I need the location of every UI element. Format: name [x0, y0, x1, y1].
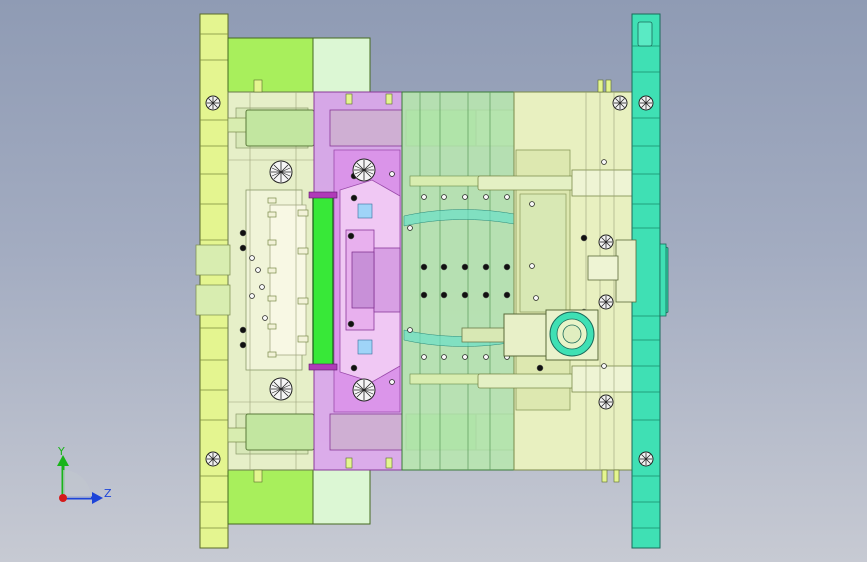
- mold-assembly[interactable]: [195, 13, 669, 549]
- right-clamp-plate[interactable]: [587, 13, 669, 549]
- slider-insert[interactable]: [308, 191, 338, 371]
- triad-plane: [63, 470, 91, 498]
- clamp-bolt-icon: [205, 95, 221, 111]
- x-axis-dot-icon: [59, 494, 67, 502]
- cavity-bolt-icon: [352, 158, 376, 182]
- ejector-return-pins: [195, 117, 249, 443]
- plate-bolt-icon: [612, 95, 628, 111]
- clamp-bolt-icon: [638, 95, 654, 111]
- z-axis-label: Z: [104, 487, 112, 500]
- plate-bolt-icon: [598, 294, 614, 310]
- plate-bolt-icon: [598, 234, 614, 250]
- clamp-bolt-icon: [638, 451, 654, 467]
- hydraulic-cylinder[interactable]: [461, 309, 599, 361]
- core-plate[interactable]: [401, 91, 515, 471]
- ejector-bolt-icon: [269, 377, 293, 401]
- moving-half-plate[interactable]: [477, 91, 633, 471]
- cavity-bolt-icon: [352, 378, 376, 402]
- coordinate-triad: Y Z: [57, 445, 112, 504]
- plate-bolt-icon: [598, 394, 614, 410]
- clamp-bolt-icon: [205, 451, 221, 467]
- z-axis-arrowhead-icon: [92, 492, 103, 504]
- ejector-bolt-icon: [269, 160, 293, 184]
- y-axis-arrowhead-icon: [57, 455, 69, 466]
- y-axis-label: Y: [57, 445, 65, 458]
- spacer-blocks[interactable]: [227, 37, 371, 525]
- left-clamp-plate[interactable]: [199, 13, 229, 549]
